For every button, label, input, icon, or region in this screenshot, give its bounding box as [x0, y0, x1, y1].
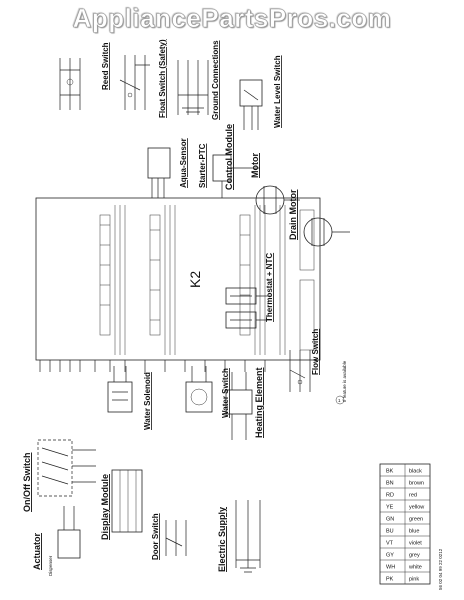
legend-color-name: brown	[409, 481, 424, 487]
legend-code: PK	[386, 577, 394, 583]
actuator: Actuator Dispenser	[32, 506, 81, 576]
onoff-switch: On/Off Switch	[22, 439, 96, 513]
float-switch-label: Float Switch (Safety)	[158, 39, 167, 118]
legend-color-name: yellow	[409, 505, 424, 511]
drain-motor: Drain Motor	[288, 189, 350, 247]
legend-code: BN	[386, 481, 394, 487]
control-module-pins	[39, 360, 266, 372]
flow-switch: Flow Switch	[289, 329, 320, 392]
door-switch: Door Switch	[151, 513, 187, 560]
water-solenoid-label: Water Solenoid	[143, 372, 152, 430]
control-module-wires	[114, 205, 286, 355]
site-watermark: AppliancePartsPros.com	[72, 2, 392, 33]
k2-label: K2	[187, 271, 203, 288]
dispenser-label: Dispenser	[48, 555, 53, 576]
water-level-switch-label: Water Level Switch	[273, 55, 282, 128]
legend-color-name: red	[409, 493, 417, 499]
legend-color-name: blue	[409, 529, 419, 535]
motor-label: Motor	[250, 153, 260, 178]
aqua-sensor-label: Aqua-Sensor	[179, 138, 188, 188]
legend-color-name: green	[409, 517, 423, 523]
onoff-switch-label: On/Off Switch	[22, 453, 32, 513]
motor-symbol	[255, 185, 285, 215]
motor: Motor	[250, 153, 300, 215]
legend-code: RD	[386, 493, 394, 499]
electric-supply-label: Electric Supply	[217, 507, 227, 572]
starter-ptc: Starter-PTC	[198, 143, 260, 198]
legend-code: WH	[386, 565, 395, 571]
ground-connections-label: Ground Connections	[211, 40, 220, 120]
float-switch: Float Switch (Safety)	[119, 39, 167, 118]
reed-switch: Reed Switch	[59, 42, 110, 110]
legend-code: YE	[386, 505, 394, 511]
control-module-outline	[35, 197, 321, 361]
control-module-connectors	[99, 209, 315, 351]
legend-color-name: white	[408, 565, 422, 571]
thermostat-ntc: Thermostat + NTC	[225, 253, 274, 329]
water-switch: Water Switch	[185, 366, 230, 418]
footnote: 1 If feature is available	[335, 360, 347, 405]
flow-switch-label: Flow Switch	[311, 329, 320, 375]
water-switch-label: Water Switch	[221, 368, 230, 418]
actuator-label: Actuator	[32, 533, 42, 570]
legend-code: VT	[386, 541, 394, 547]
door-switch-label: Door Switch	[151, 513, 160, 560]
legend-code: BU	[386, 529, 394, 535]
reed-switch-label: Reed Switch	[101, 42, 110, 90]
electric-supply: Electric Supply	[217, 500, 261, 573]
heating-element-label: Heating Element	[254, 367, 264, 438]
legend-code: GY	[386, 553, 394, 559]
display-module-label: Display Module	[100, 474, 110, 540]
document-code: 56 02 04 99 22 0212	[438, 548, 443, 590]
thermostat-ntc-label: Thermostat + NTC	[265, 253, 274, 322]
heating-element: Heating Element	[225, 367, 264, 440]
legend-code: GN	[386, 517, 394, 523]
legend-color-name: pink	[409, 577, 419, 583]
legend-color-name: violet	[409, 541, 422, 547]
starter-ptc-label: Starter-PTC	[198, 143, 207, 188]
aqua-sensor: Aqua-Sensor	[147, 138, 188, 198]
footnote-number: 1	[338, 398, 341, 403]
drain-motor-label: Drain Motor	[288, 189, 298, 240]
legend-color-name: grey	[409, 553, 420, 559]
footnote-marker	[335, 395, 345, 405]
legend-code: BK	[386, 469, 394, 475]
water-level-switch: Water Level Switch	[239, 55, 282, 130]
ground-connections: Ground Connections	[177, 40, 220, 120]
control-module: K2 Control Module	[35, 124, 321, 372]
footnote-text: If feature is available	[342, 360, 347, 402]
legend-color-name: black	[409, 469, 422, 475]
drain-motor-symbol	[303, 217, 333, 247]
display-module: Display Module	[100, 469, 143, 540]
water-solenoid: Water Solenoid	[107, 366, 152, 430]
control-module-title: Control Module	[224, 124, 234, 190]
